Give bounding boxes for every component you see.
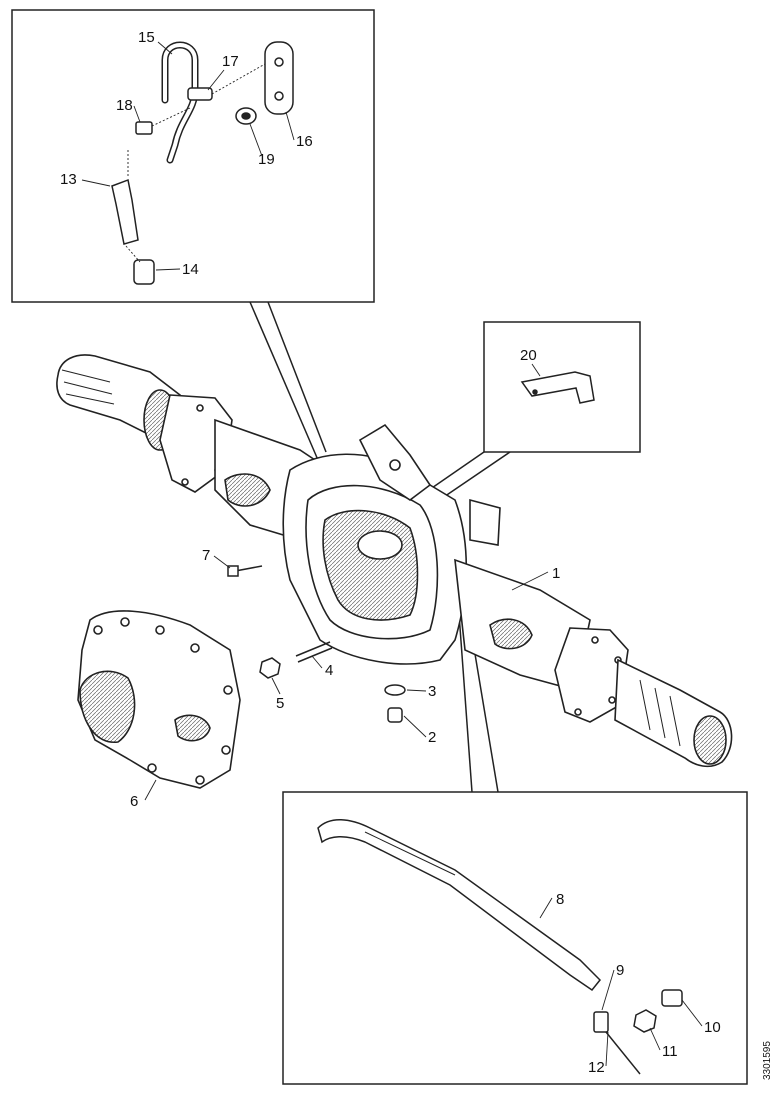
callout-leaders <box>81 41 703 1067</box>
callout-12: 12 <box>588 1059 605 1076</box>
callout-11: 11 <box>662 1043 678 1060</box>
callout-17: 17 <box>222 53 239 70</box>
callout-14: 14 <box>182 261 199 278</box>
callout-3: 3 <box>428 683 436 700</box>
loose-fasteners <box>227 565 406 723</box>
callout-7: 7 <box>202 547 210 564</box>
callout-9: 9 <box>616 962 624 979</box>
callout-8: 8 <box>556 891 564 908</box>
callout-4: 4 <box>325 662 333 679</box>
callout-18: 18 <box>116 97 133 114</box>
document-id: 3301595 <box>762 1041 773 1080</box>
callout-10: 10 <box>704 1019 721 1036</box>
axle-housing <box>56 354 733 768</box>
callout-labels: 1 2 3 4 5 6 7 8 9 10 11 12 13 14 15 16 1… <box>60 29 721 1076</box>
callout-19: 19 <box>258 151 275 168</box>
callout-16: 16 <box>296 133 313 150</box>
breather-pipe-assembly <box>317 819 683 1075</box>
inset-top-left-leaders <box>125 63 266 263</box>
callout-6: 6 <box>130 793 138 810</box>
differential-cover <box>77 610 241 789</box>
callout-20: 20 <box>520 347 537 364</box>
bracket-part-20 <box>520 371 595 404</box>
breather-assembly <box>111 41 294 285</box>
callout-1: 1 <box>552 565 560 582</box>
callout-2: 2 <box>428 729 436 746</box>
callout-5: 5 <box>276 695 284 712</box>
callout-15: 15 <box>138 29 155 46</box>
callout-13: 13 <box>60 171 77 188</box>
